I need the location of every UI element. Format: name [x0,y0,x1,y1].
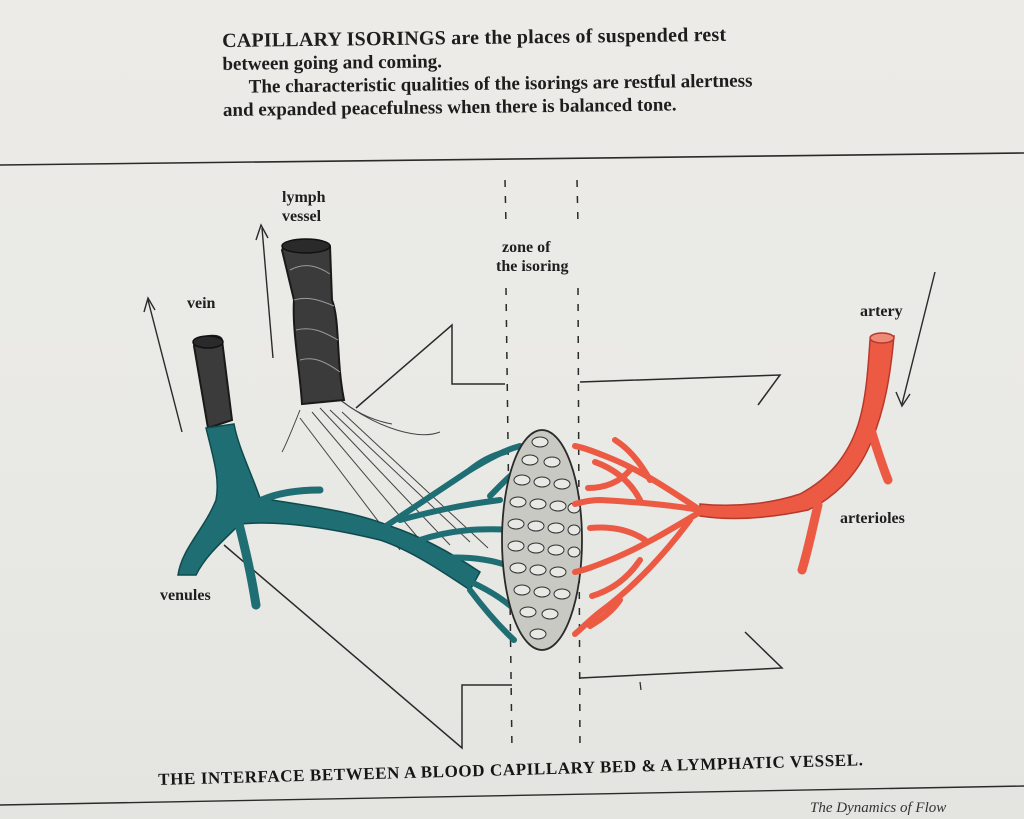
label-venules: venules [160,587,211,604]
flow-arrows [143,223,936,433]
label-lymph-vessel: lymph vessel [282,188,326,226]
label-zone-line1: zone of [502,239,551,256]
zone-tick [639,681,642,691]
label-artery: artery [860,303,903,320]
bottom-divider-line [0,785,1024,806]
isoring-zone-lines [504,179,581,753]
label-zone-line2: the isoring [496,258,569,275]
vein-vessel [177,334,523,643]
capillary-mesh [501,429,583,651]
label-lymph-line1: lymph [282,189,326,206]
label-vein: vein [187,295,216,312]
artery-vessel [572,332,895,637]
source-credit: The Dynamics of Flow [810,800,947,816]
label-lymph-line2: vessel [282,208,322,225]
top-divider-line [0,152,1024,166]
label-zone: zone of the isoring [496,238,568,276]
plane-outline [223,323,784,750]
lymph-vessel [280,238,346,406]
label-arterioles: arterioles [840,510,905,527]
